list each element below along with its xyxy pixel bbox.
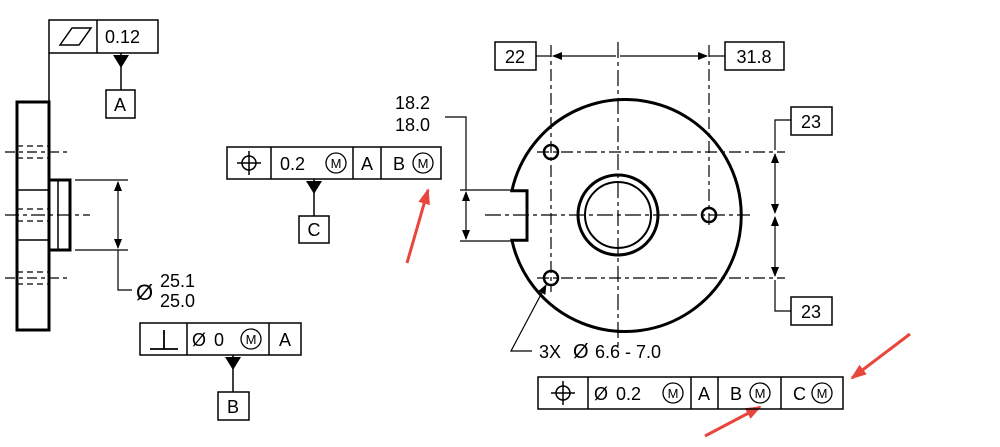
basic-dim-top: 23 <box>801 112 821 132</box>
hole-position-datum-b: B <box>730 384 742 404</box>
side-view <box>5 100 132 332</box>
hole-position-modifier: M <box>668 386 679 401</box>
datum-a-label: A <box>114 95 126 115</box>
perpendicularity-modifier: M <box>246 332 257 347</box>
flatness-icon <box>58 27 93 46</box>
perpendicularity-diameter-symbol: Ø <box>192 330 206 350</box>
basic-dim-23-bottom: 23 <box>790 296 833 326</box>
hole-callout: 3X Ø 6.6 - 7.0 <box>539 341 661 363</box>
mmc-modifier-circle <box>240 328 262 350</box>
perpendicularity-tolerance: 0 <box>214 330 224 350</box>
front-view <box>485 42 791 352</box>
hole-diameter-range: 6.6 - 7.0 <box>595 342 661 362</box>
slot-width-dimension: 18.2 18.0 <box>395 93 512 242</box>
position-icon <box>237 151 261 175</box>
hole-count: 3X <box>539 342 561 362</box>
datum-c-box: C <box>298 215 330 244</box>
datum-b-box: B <box>217 391 250 421</box>
diameter-symbol: Ø <box>136 280 153 305</box>
basic-dim-right: 31.8 <box>736 47 771 67</box>
hole-position-fcf: Ø 0.2 M A B M C M <box>537 376 844 410</box>
flange-outline <box>15 100 51 332</box>
basic-dim-31-8: 31.8 <box>724 41 785 71</box>
hole-position-datum-a: A <box>698 384 710 404</box>
hole-position-datum-c-modifier: M <box>817 386 828 401</box>
slot-position-datum-b-modifier: M <box>418 156 429 171</box>
hole-position-datum-c: C <box>793 384 806 404</box>
annotation-arrow <box>405 188 430 264</box>
annotation-arrow <box>704 405 762 438</box>
slot-position-datum-b: B <box>393 154 405 174</box>
boss-diameter-lower: 25.0 <box>160 291 195 311</box>
basic-dim-left: 22 <box>505 47 525 67</box>
hole-position-tolerance: 0.2 <box>616 384 641 404</box>
boss-diameter-upper: 25.1 <box>160 271 195 291</box>
slot-position-fcf: 0.2 M A B M <box>226 146 442 216</box>
hole-diameter-symbol: Ø <box>573 341 589 363</box>
annotation-arrow <box>850 332 911 380</box>
flatness-fcf: 0.12 <box>48 19 159 102</box>
basic-dim-23-top: 23 <box>790 106 833 136</box>
part-outline-with-slot <box>510 98 743 333</box>
slot-position-tolerance: 0.2 <box>280 154 305 174</box>
datum-b-label: B <box>227 397 239 417</box>
datum-c-label: C <box>308 220 321 240</box>
perpendicularity-fcf: Ø 0 M A <box>139 322 302 392</box>
perpendicularity-icon <box>150 330 178 350</box>
slot-width-upper: 18.2 <box>395 93 430 113</box>
datum-a-box: A <box>105 89 136 119</box>
hole-position-diameter-symbol: Ø <box>594 384 608 404</box>
basic-dim-22: 22 <box>494 41 537 71</box>
basic-dim-bottom: 23 <box>801 302 821 322</box>
position-icon <box>551 381 575 405</box>
perpendicularity-datum-a: A <box>279 330 291 350</box>
flatness-tolerance: 0.12 <box>105 27 140 47</box>
slot-position-datum-a: A <box>361 154 373 174</box>
boss-diameter-dimension: Ø 25.1 25.0 <box>136 271 195 311</box>
slot-position-modifier: M <box>331 156 342 171</box>
slot-width-lower: 18.0 <box>395 115 430 135</box>
hole-position-datum-b-modifier: M <box>755 386 766 401</box>
